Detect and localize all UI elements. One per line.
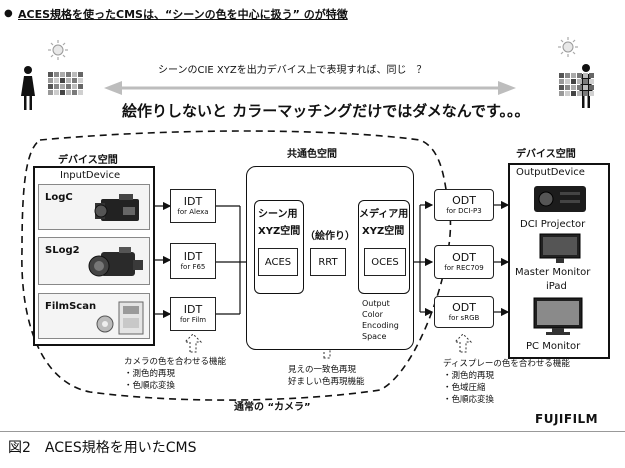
- rrt-note: 見えの一致色再現 好ましい色再現機能: [288, 365, 365, 387]
- camera-icon-f65: [88, 247, 143, 277]
- input-item-logc: LogC: [38, 184, 150, 230]
- odt-box-srgb: ODT for sRGB: [434, 296, 494, 328]
- rendering-label: （絵作り）: [305, 231, 355, 242]
- film-scanner-icon: [96, 301, 144, 335]
- pc-monitor-icon: [533, 297, 583, 335]
- output-label-ipad: iPad: [546, 281, 567, 292]
- oces-label: OCES: [371, 256, 399, 268]
- camera-note: カメラの色を合わせる機能 ・測色的再現 ・色順応変換: [124, 357, 227, 391]
- odt-box-rec709: ODT for REC709: [434, 245, 494, 279]
- idt-label: IDT: [183, 194, 203, 208]
- odt-box-dci-p3: ODT for DCI-P3: [434, 189, 494, 221]
- idt-sub: for F65: [180, 262, 206, 271]
- camera-icon-alexa: [94, 194, 139, 221]
- scene-xyz-box: [254, 200, 304, 294]
- idt-box-f65: IDT for F65: [170, 243, 216, 279]
- input-device-title: InputDevice: [60, 170, 121, 181]
- idt-box-film: IDT for Film: [170, 297, 216, 331]
- page-title: ACES規格を使ったCMSは、“シーンの色を中心に扱う” のが特徴: [18, 8, 348, 21]
- note-arrow-camera: [183, 333, 203, 353]
- input-label-filmscan: FilmScan: [45, 301, 97, 312]
- camera-label: 通常の “カメラ”: [234, 402, 311, 413]
- odt-label: ODT: [452, 193, 476, 207]
- input-label-slog2: SLog2: [45, 245, 80, 256]
- media-xyz-box: [358, 200, 410, 294]
- scene-xyz: XYZ空間: [258, 226, 301, 237]
- color-chart-icon-left: [48, 72, 83, 95]
- input-item-filmscan: FilmScan: [38, 293, 150, 339]
- media-header: メディア用: [359, 209, 409, 220]
- master-monitor-icon: [539, 233, 581, 263]
- label-common-space: 共通色空間: [287, 149, 337, 160]
- aces-box: ACES: [258, 248, 298, 276]
- sun-icon-right: [558, 37, 578, 57]
- idt-sub: for Film: [179, 315, 207, 324]
- output-label-dci-projector: DCI Projector: [520, 219, 586, 230]
- person-icon-left: [21, 66, 35, 110]
- big-statement: 絵作りしないと カラーマッチングだけではダメなんです。。。: [122, 102, 530, 120]
- rrt-label: RRT: [318, 256, 338, 268]
- camera-boundary: [21, 130, 452, 401]
- figure-caption: 図2 ACES規格を用いたCMS: [8, 440, 197, 456]
- rrt-box: RRT: [310, 248, 346, 276]
- media-xyz: XYZ空間: [362, 226, 405, 237]
- oces-caption: Output Color Encoding Space: [362, 299, 399, 341]
- label-device-space-right: デバイス空間: [516, 149, 576, 160]
- projector-icon: [534, 186, 586, 212]
- odt-sub: for REC709: [444, 263, 484, 272]
- output-device-title: OutputDevice: [516, 167, 585, 178]
- arrow-caption: シーンのCIE XYZを出力デバイス上で表現すれば、同じ ？: [158, 65, 427, 76]
- output-label-pc-monitor: PC Monitor: [526, 341, 581, 352]
- idt-label: IDT: [183, 302, 203, 316]
- display-note: ディスプレーの色を合わせる機能 ・測色的再現 ・色域圧縮 ・色順応変換: [443, 359, 570, 405]
- input-item-slog2: SLog2: [38, 237, 150, 285]
- label-device-space-left: デバイス空間: [58, 155, 118, 166]
- input-label-logc: LogC: [45, 192, 73, 203]
- odt-sub: for sRGB: [448, 313, 480, 322]
- idt-sub: for Alexa: [177, 207, 209, 216]
- odt-label: ODT: [452, 250, 476, 264]
- odt-sub: for DCI-P3: [446, 206, 482, 215]
- scene-header: シーン用: [258, 209, 298, 220]
- idt-label: IDT: [183, 249, 203, 263]
- caption-rule: [0, 431, 625, 432]
- header-bullet: ●: [4, 8, 13, 19]
- idt-box-alexa: IDT for Alexa: [170, 189, 216, 223]
- sun-icon-left: [48, 40, 68, 60]
- note-arrow-display: [453, 333, 473, 353]
- oces-box: OCES: [364, 248, 406, 276]
- color-chart-icon-right: [559, 73, 594, 96]
- fujifilm-logo: FUJIFILM: [535, 412, 599, 426]
- aces-label: ACES: [264, 256, 292, 268]
- output-label-master-monitor: Master Monitor: [515, 267, 591, 278]
- double-arrow: [104, 81, 516, 95]
- odt-label: ODT: [452, 300, 476, 314]
